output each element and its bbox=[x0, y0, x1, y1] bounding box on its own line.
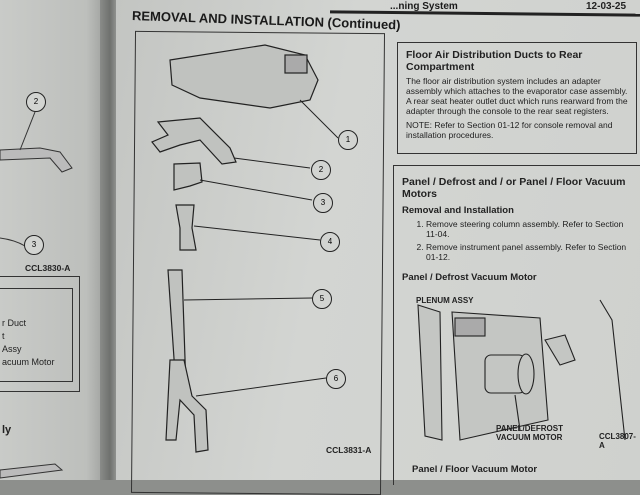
figure-code: CCL3807-A bbox=[599, 432, 636, 450]
box-note: NOTE: Refer to Section 01-12 for console… bbox=[406, 120, 613, 140]
callout-5: 5 bbox=[312, 289, 332, 309]
box-heading: Floor Air Distribution Ducts to Rear Com… bbox=[406, 49, 583, 73]
plenum-label: PLENUM ASSY bbox=[416, 296, 474, 305]
subheading: Removal and Installation bbox=[402, 205, 514, 216]
callout-4: 4 bbox=[320, 232, 340, 252]
callout-3: 3 bbox=[24, 235, 44, 255]
callout-1: 1 bbox=[338, 130, 358, 150]
floor-duct-info-box: Floor Air Distribution Ducts to Rear Com… bbox=[397, 42, 637, 154]
motor-label: PANEL/DEFROST VACUUM MOTOR bbox=[496, 424, 563, 442]
legend-item: Assy bbox=[2, 344, 22, 354]
evaporator-case bbox=[169, 44, 319, 109]
legend-table bbox=[0, 288, 73, 382]
callout-3: 3 bbox=[313, 193, 333, 213]
figure-code: CCL3830-A bbox=[25, 263, 71, 273]
tapered-duct bbox=[175, 204, 197, 251]
running-head: ...ning System bbox=[390, 1, 458, 12]
legend-item: t bbox=[2, 331, 5, 341]
s-duct bbox=[165, 359, 209, 453]
step: Remove steering column assembly. Refer t… bbox=[426, 219, 635, 239]
vacuum-motor-section: Panel / Defrost and / or Panel / Floor V… bbox=[393, 165, 640, 485]
callout-2: 2 bbox=[26, 92, 46, 112]
callout-2: 2 bbox=[311, 160, 331, 180]
adapter-duct bbox=[151, 117, 237, 165]
heading-fragment: ly bbox=[2, 424, 12, 436]
page-number: 12-03-25 bbox=[586, 1, 627, 12]
callout-6: 6 bbox=[326, 369, 346, 389]
steps-list: Remove steering column assembly. Refer t… bbox=[402, 219, 635, 262]
legend-item: r Duct bbox=[2, 318, 27, 328]
figure-heading: Panel / Defrost Vacuum Motor bbox=[402, 272, 537, 283]
step: Remove instrument panel assembly. Refer … bbox=[426, 242, 635, 262]
next-heading: Panel / Floor Vacuum Motor bbox=[412, 464, 538, 475]
left-page: 2 3 CCL3830-A r Duct t Assy acuum Motor … bbox=[0, 0, 108, 480]
connector-duct bbox=[173, 162, 203, 191]
section-heading: Panel / Defrost and / or Panel / Floor V… bbox=[402, 176, 626, 200]
legend-frame bbox=[0, 276, 80, 392]
duct-diagram bbox=[151, 44, 339, 453]
left-page-diagram bbox=[0, 111, 73, 479]
vacuum-motor-diagram bbox=[417, 299, 626, 441]
box-body: The floor air distribution system includ… bbox=[406, 76, 628, 116]
legend-item: acuum Motor bbox=[2, 357, 55, 367]
book-gutter bbox=[100, 0, 120, 480]
figure-code: CCL3831-A bbox=[326, 445, 372, 455]
